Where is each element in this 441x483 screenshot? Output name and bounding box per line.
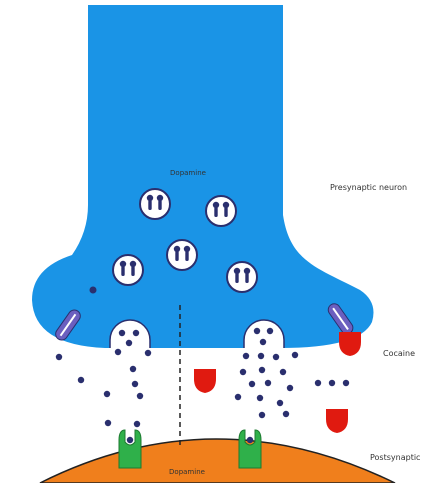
postsynaptic-neuron xyxy=(40,439,395,483)
dopamine-molecule xyxy=(132,381,138,387)
cocaine-molecule xyxy=(326,409,348,433)
dopamine-molecule xyxy=(283,411,289,417)
dopamine-molecule xyxy=(130,366,136,372)
dopamine-molecule xyxy=(115,349,121,355)
dopamine-molecule xyxy=(292,352,298,358)
dopamine-molecule xyxy=(273,354,279,360)
cocaine-molecule xyxy=(339,332,361,356)
presynaptic-dopamine-label: Dopamine xyxy=(170,169,206,177)
dopamine-molecule xyxy=(343,380,349,386)
dopamine-molecule xyxy=(280,369,286,375)
dopamine-molecule xyxy=(104,391,110,397)
dopamine-molecule xyxy=(243,353,249,359)
dopamine-molecule xyxy=(287,385,293,391)
dopamine-molecule xyxy=(257,395,263,401)
vesicle xyxy=(227,262,257,292)
presynaptic-neuron-label: Presynaptic neuron xyxy=(330,183,407,192)
vesicle xyxy=(167,240,197,270)
vesicle xyxy=(140,189,170,219)
dopamine-molecule xyxy=(259,367,265,373)
dopamine-molecule xyxy=(277,400,283,406)
dopamine-molecule xyxy=(90,287,97,294)
postsynaptic-label: Postsynaptic xyxy=(370,453,420,462)
dopamine-receptor-right xyxy=(239,430,261,468)
vesicle xyxy=(113,255,143,285)
dopamine-molecule xyxy=(249,381,255,387)
dopamine-molecule xyxy=(329,380,335,386)
dopamine-molecule xyxy=(265,380,271,386)
dopamine-molecule xyxy=(145,350,151,356)
dopamine-molecule xyxy=(56,354,62,360)
vesicle xyxy=(206,196,236,226)
dopamine-molecule xyxy=(105,420,111,426)
dopamine-molecule xyxy=(258,353,264,359)
postsynaptic-dopamine-label: Dopamine xyxy=(169,468,205,476)
dopamine-molecule xyxy=(259,412,265,418)
dopamine-molecule xyxy=(240,369,246,375)
dopamine-molecule xyxy=(78,377,84,383)
cocaine-label: Cocaine xyxy=(383,349,415,358)
dopamine-molecule xyxy=(137,393,143,399)
cocaine-molecule xyxy=(194,369,216,393)
dopamine-molecule xyxy=(235,394,241,400)
dopamine-molecule xyxy=(315,380,321,386)
dopamine-receptor-left xyxy=(119,430,141,468)
dopamine-molecule xyxy=(134,421,140,427)
